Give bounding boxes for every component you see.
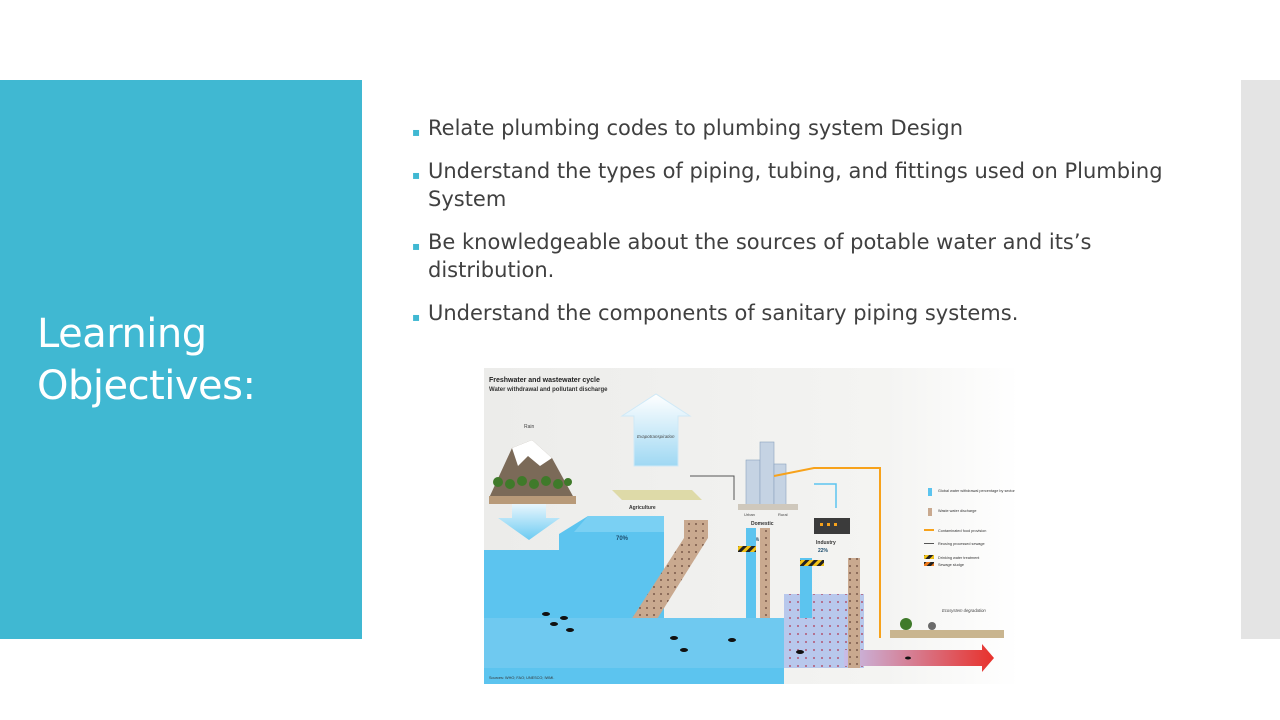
legend-swatch-treatment	[924, 555, 934, 559]
rain-label: Rain	[524, 424, 535, 430]
domestic-buildings-icon	[745, 441, 787, 507]
trees-icon	[493, 476, 572, 489]
palm-tree-icon	[900, 618, 912, 630]
contaminated-food-line	[773, 467, 881, 638]
domestic-discharge-dots	[760, 528, 770, 618]
urban-label: Urban	[744, 512, 755, 517]
legend-swatch-contaminated	[924, 529, 934, 531]
sources-label: Sources: WHO; FAO; UNESCO; IWMI.	[489, 676, 554, 680]
industry-percentage: 22%	[818, 548, 829, 554]
domestic-supply-pipe	[746, 528, 756, 618]
legend-swatch-withdrawal	[928, 488, 932, 496]
legend-swatch-sludge	[924, 562, 934, 566]
bullet-icon: ▪	[412, 310, 421, 324]
dead-plant-icon	[928, 622, 936, 630]
fish-icon	[542, 612, 911, 660]
diagram-title: Freshwater and wastewater cycle	[489, 377, 600, 384]
industry-icon	[814, 518, 850, 534]
legend: Global water withdrawal percentage by se…	[924, 488, 1016, 567]
industry-window	[827, 523, 830, 526]
legend-item: Drinking water treatment	[938, 556, 980, 560]
objective-item: ▪ Be knowledgeable about the sources of p…	[412, 228, 1212, 284]
agriculture-field-icon	[612, 490, 702, 500]
evapotranspiration-label: Evapotranspiration	[637, 434, 675, 439]
title-panel	[0, 80, 362, 639]
legend-swatch-reuse	[924, 543, 934, 544]
legend-item: Waste water discharge	[938, 509, 976, 513]
bullet-icon: ▪	[412, 168, 421, 182]
legend-item: Contaminated food provision	[938, 529, 986, 533]
agriculture-label: Agriculture	[629, 505, 656, 511]
industry-window	[834, 523, 837, 526]
agriculture-percentage: 70%	[616, 536, 629, 542]
objective-text: Be knowledgeable about the sources of po…	[428, 230, 1092, 282]
industry-window	[820, 523, 823, 526]
agriculture-discharge-dots	[618, 520, 708, 640]
industry-treatment-marker	[800, 560, 824, 566]
diagram-subtitle: Water withdrawal and pollutant discharge	[489, 387, 608, 393]
objective-text: Understand the types of piping, tubing, …	[428, 159, 1163, 211]
objective-text: Relate plumbing codes to plumbing system…	[428, 116, 964, 140]
pollution-outflow-arrow	[844, 644, 994, 672]
right-side-bar	[1241, 80, 1280, 639]
industry-discharge-dots	[848, 558, 860, 668]
objective-item: ▪ Understand the components of sanitary p…	[412, 299, 1212, 327]
bullet-icon: ▪	[412, 239, 421, 253]
domestic-label: Domestic	[751, 521, 774, 527]
agriculture-intake	[574, 516, 664, 532]
ecosystem-shore	[890, 630, 1004, 638]
objective-item: ▪ Understand the types of piping, tubing,…	[412, 157, 1212, 213]
rural-label: Rural	[778, 512, 788, 517]
legend-item: Global water withdrawal percentage by se…	[938, 489, 1016, 493]
legend-swatch-discharge	[928, 508, 932, 516]
objective-text: Understand the components of sanitary pi…	[428, 301, 1019, 325]
industry-label: Industry	[816, 540, 836, 546]
slide-title: Learning Objectives:	[37, 311, 256, 409]
processed-sewage-line	[690, 475, 735, 500]
legend-item: Reusing processed sewage	[938, 542, 985, 546]
evapotranspiration-arrow	[620, 393, 692, 467]
domestic-ground	[738, 504, 798, 510]
industry-reuse-line	[814, 483, 837, 508]
drinking-treatment-marker	[738, 546, 756, 552]
legend-item: Sewage sludge	[938, 563, 964, 567]
objective-item: ▪ Relate plumbing codes to plumbing syste…	[412, 114, 1212, 142]
industry-supply-pipe	[800, 558, 812, 618]
bullet-icon: ▪	[412, 125, 421, 139]
objectives-list: ▪ Relate plumbing codes to plumbing syste…	[412, 114, 1212, 342]
runoff-arrow	[498, 504, 560, 540]
water-cycle-diagram: Freshwater and wastewater cycle Water wi…	[484, 368, 1019, 684]
ecosystem-label: Ecosystem degradation	[942, 608, 986, 613]
